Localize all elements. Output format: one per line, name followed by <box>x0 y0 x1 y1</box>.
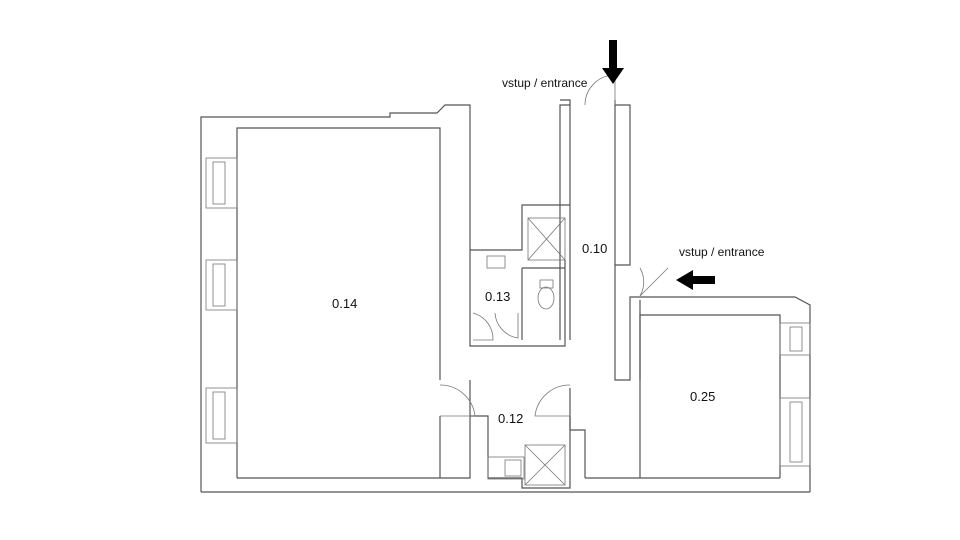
kitchen-sink <box>487 456 525 480</box>
room-label-025: 0.25 <box>690 389 715 404</box>
interior-walls <box>439 204 571 489</box>
washbasin <box>486 255 506 269</box>
arrow-down-icon <box>602 40 624 84</box>
entrance-label-right: vstup / entrance <box>679 245 765 259</box>
doors <box>439 74 669 417</box>
fixtures <box>486 217 566 486</box>
toilet <box>537 286 555 310</box>
entrance-label-top: vstup / entrance <box>502 76 588 90</box>
room-label-012: 0.12 <box>498 411 523 426</box>
arrow-left-icon <box>676 270 715 290</box>
room-label-013: 0.13 <box>485 289 510 304</box>
entrance-arrows <box>602 40 715 290</box>
room-label-014: 0.14 <box>332 296 357 311</box>
shower-lower <box>524 444 566 486</box>
room-label-010: 0.10 <box>582 241 607 256</box>
windows <box>205 157 811 467</box>
shower-upper <box>527 217 566 261</box>
